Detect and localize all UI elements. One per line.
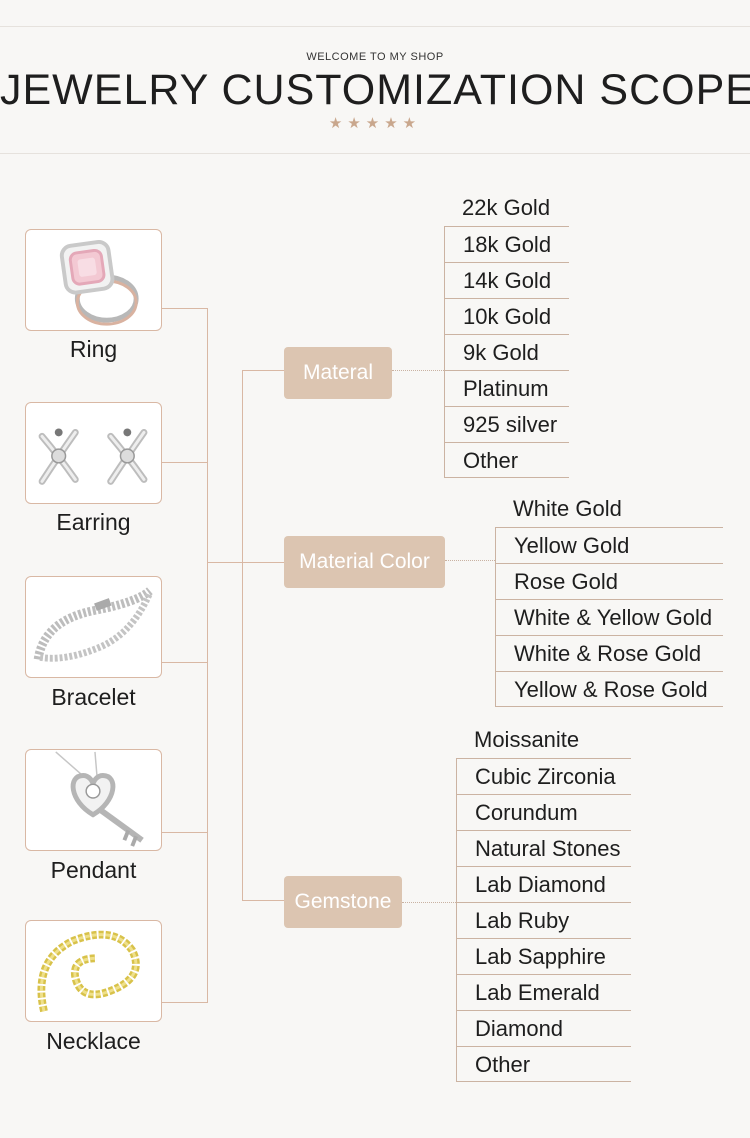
connector-line (162, 462, 207, 463)
connector-line (242, 900, 284, 901)
option-item[interactable]: Lab Ruby (456, 902, 631, 938)
page-title: JEWELRY CUSTOMIZATION SCOPE (0, 66, 750, 114)
product-label: Pendant (50, 857, 137, 883)
earring-icon (38, 428, 148, 485)
header-divider (0, 153, 750, 154)
product-label: Earring (56, 509, 131, 535)
ring-icon (59, 239, 139, 326)
product-label: Necklace (46, 1028, 141, 1054)
option-item[interactable]: 9k Gold (444, 334, 569, 370)
category-material[interactable]: Materal (284, 347, 392, 399)
necklace-icon (37, 930, 140, 1013)
option-item[interactable]: Lab Sapphire (456, 938, 631, 974)
dotted-connector (445, 560, 495, 561)
pendant-icon (55, 751, 144, 847)
option-item[interactable]: Platinum (444, 370, 569, 406)
option-item[interactable]: Other (444, 442, 569, 478)
option-item[interactable]: Yellow Gold (495, 527, 723, 563)
connector-line (162, 832, 207, 833)
option-item[interactable]: 925 silver (444, 406, 569, 442)
option-item[interactable]: White Gold (513, 496, 622, 521)
option-item[interactable]: 18k Gold (444, 226, 569, 262)
category-gemstone[interactable]: Gemstone (284, 876, 402, 928)
connector-line (162, 662, 207, 663)
connector-line (242, 562, 284, 563)
welcome-text: WELCOME TO MY SHOP (306, 51, 444, 63)
top-divider (0, 26, 750, 27)
connector-trunk (207, 308, 208, 1003)
option-item[interactable]: Other (456, 1046, 631, 1082)
material-color-options: White Gold Yellow Gold Rose Gold White &… (495, 491, 723, 707)
gemstone-options: Moissanite Cubic Zirconia Corundum Natur… (456, 722, 631, 1082)
option-item[interactable]: 10k Gold (444, 298, 569, 334)
option-item[interactable]: Moissanite (474, 727, 580, 752)
product-label: Bracelet (51, 684, 136, 710)
bracelet-icon (33, 587, 154, 662)
option-item[interactable]: Natural Stones (456, 830, 631, 866)
connector-line (162, 1002, 207, 1003)
product-card-ring[interactable] (25, 229, 162, 331)
option-item[interactable]: Lab Emerald (456, 974, 631, 1010)
option-item[interactable]: 14k Gold (444, 262, 569, 298)
category-material-color[interactable]: Material Color (284, 536, 445, 588)
product-card-necklace[interactable] (25, 920, 162, 1022)
dotted-connector (392, 370, 444, 371)
product-card-earring[interactable] (25, 402, 162, 504)
product-label: Ring (69, 336, 118, 362)
connector-line (207, 562, 242, 563)
connector-line (242, 370, 284, 371)
option-item[interactable]: Cubic Zirconia (456, 758, 631, 794)
option-item[interactable]: Lab Diamond (456, 866, 631, 902)
connector-trunk (242, 370, 243, 901)
dotted-connector (402, 902, 456, 903)
option-item[interactable]: Diamond (456, 1010, 631, 1046)
connector-line (162, 308, 207, 309)
option-item[interactable]: White & Rose Gold (495, 635, 723, 671)
option-item[interactable]: Yellow & Rose Gold (495, 671, 723, 707)
product-card-pendant[interactable] (25, 749, 162, 851)
product-card-bracelet[interactable] (25, 576, 162, 678)
material-options: 22k Gold 18k Gold 14k Gold 10k Gold 9k G… (444, 190, 569, 478)
option-item[interactable]: Corundum (456, 794, 631, 830)
star-rating-decoration: ★★★★★ (328, 115, 422, 132)
option-item[interactable]: Rose Gold (495, 563, 723, 599)
option-item[interactable]: White & Yellow Gold (495, 599, 723, 635)
option-item[interactable]: 22k Gold (462, 195, 551, 220)
